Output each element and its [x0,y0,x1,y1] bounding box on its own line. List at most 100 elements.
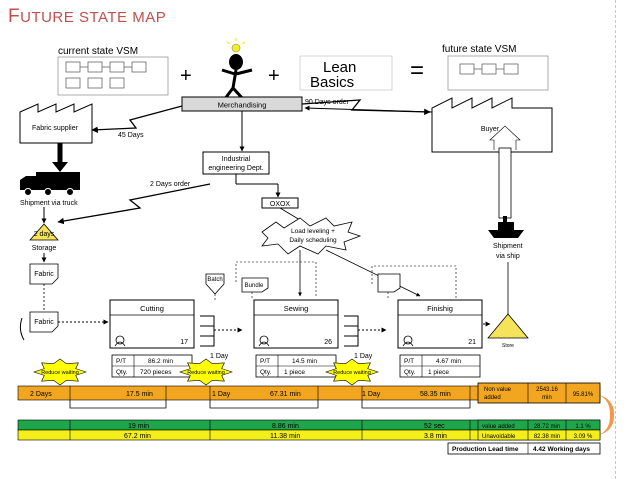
kaizen-burst-load-leveling [261,217,362,255]
ie-label-line2: engineering Dept. [208,165,263,172]
withdrawal-arrow [19,317,25,341]
timeline-process-3: 58.35 min [420,391,451,398]
future-state-thumbnail [447,55,549,91]
factory-icon [431,97,553,153]
future-state-label: future state VSM [442,44,516,55]
qty-value: 1 piece [428,369,449,376]
inventory-day-label: 1 Day [210,353,229,360]
oxox-label: OXOX [270,201,291,208]
un-pct: 3.09 % [574,434,593,440]
qty-label: Qty. [260,369,272,376]
un-summary-box [477,429,601,441]
va-pct: 1.1 % [575,424,591,430]
operator-count: 17 [180,339,188,346]
inventory-day-label: 1 Day [354,353,373,360]
fabric-kanban-card [29,311,59,333]
info-flow-arrow [304,105,433,113]
truck-icon [20,172,80,196]
nva-dividers [527,383,567,403]
forty-five-days-label: 45 Days [118,132,144,139]
un-finishing: 3.8 min [424,433,447,440]
header-equation: current state VSM + + Lean Basics = futu… [57,38,549,102]
merchandising-label: Merchandising [218,101,267,110]
page-border [615,0,616,479]
stick-figure-icon [221,38,253,102]
nva-label-line2: added [484,395,501,401]
kaizen-burst-reduce-waiting [179,358,233,386]
lightning-flow-icon [57,183,211,225]
un-sewing: 11.38 min [270,433,300,440]
inventory-triangle-icon [29,223,59,241]
qty-label: Qty. [404,369,416,376]
store-label: Store [502,343,514,349]
timeline-steps [69,400,471,409]
plus-sign-2: + [268,65,280,87]
va-sewing: 8.86 min [272,423,299,430]
nva-label-line1: Non value [484,387,512,393]
qty-label: Qty. [116,369,128,376]
kanban-loop [371,265,457,298]
current-state-mini-boxes [65,61,147,89]
va-cutting: 19 min [128,423,149,430]
title-rest: UTURE STATE MAP [20,9,167,26]
nva-value-line2: min [542,395,552,401]
pt-label: P/T [260,358,270,365]
shipment-up-arrow-head [489,125,521,150]
kanban-loop [235,261,317,298]
timeline-dividers [69,386,471,400]
va-summary-dividers [527,420,567,430]
unavoidable-row-dividers [69,430,471,440]
plt-label: Production Lead time [452,446,519,453]
shipment-arrow-head [52,162,68,172]
storage-days-label: 2 days [34,231,55,238]
ninety-days-order-label: 90 Days order [305,99,350,106]
pt-value: 14.5 min [292,358,317,365]
va-value: 28.72 min [534,424,560,430]
ship-icon [488,216,524,238]
operator-icon [114,341,126,347]
operator-count: 21 [468,339,476,346]
timeline-wait-1: 2 Days [30,391,52,398]
bundle-label: Bundle [245,283,264,289]
info-flow-arrow [325,249,421,297]
un-label: Unavoidable [482,434,516,440]
bundle-kanban-card [241,277,269,293]
kaizen-burst-reduce-waiting [325,358,379,386]
nva-summary-box [477,382,601,404]
lean-basics-line2: Basics [310,74,354,91]
batch-kanban-card [205,273,225,295]
un-cutting: 67.2 min [124,433,151,440]
qty-value: 720 pieces [140,369,172,376]
pt-label: P/T [404,358,414,365]
kanban-path [214,292,389,300]
timeline-process-1: 17.5 min [126,391,153,398]
value-added-row-dividers [69,420,471,430]
production-lead-time-box [447,442,601,455]
fabric-label-1: Fabric [34,271,54,278]
batch-label: Batch [207,277,222,283]
shipment-up-arrow-shaft [498,147,512,219]
factory-icon [19,103,93,144]
process-name: Finishig [427,304,453,313]
plus-sign-1: + [180,65,192,87]
ie-label-line1: Industrial [222,156,251,163]
operator-icon [258,341,270,347]
nva-value-line1: 2543.16 [536,387,558,393]
fabric-label-2: Fabric [34,319,54,326]
timeline-wait-2: 1 Day [212,391,231,398]
connector-line [279,207,301,221]
supermarket-icon [200,315,215,347]
un-summary-dividers [527,430,567,440]
title-initial: F [8,6,21,27]
current-state-thumbnail [57,56,169,96]
plt-value: 4.42 Working days [533,446,590,453]
storage-label: Storage [32,245,57,252]
buyer-label: Buyer [481,126,500,133]
operator-icon [403,335,413,345]
kanban-card [377,273,401,293]
lightning-flow-icon [91,105,183,133]
current-state-label: current state VSM [58,46,138,57]
va-finishing: 52 sec [424,423,445,430]
load-leveling-line1: Load leveling + [291,228,335,235]
